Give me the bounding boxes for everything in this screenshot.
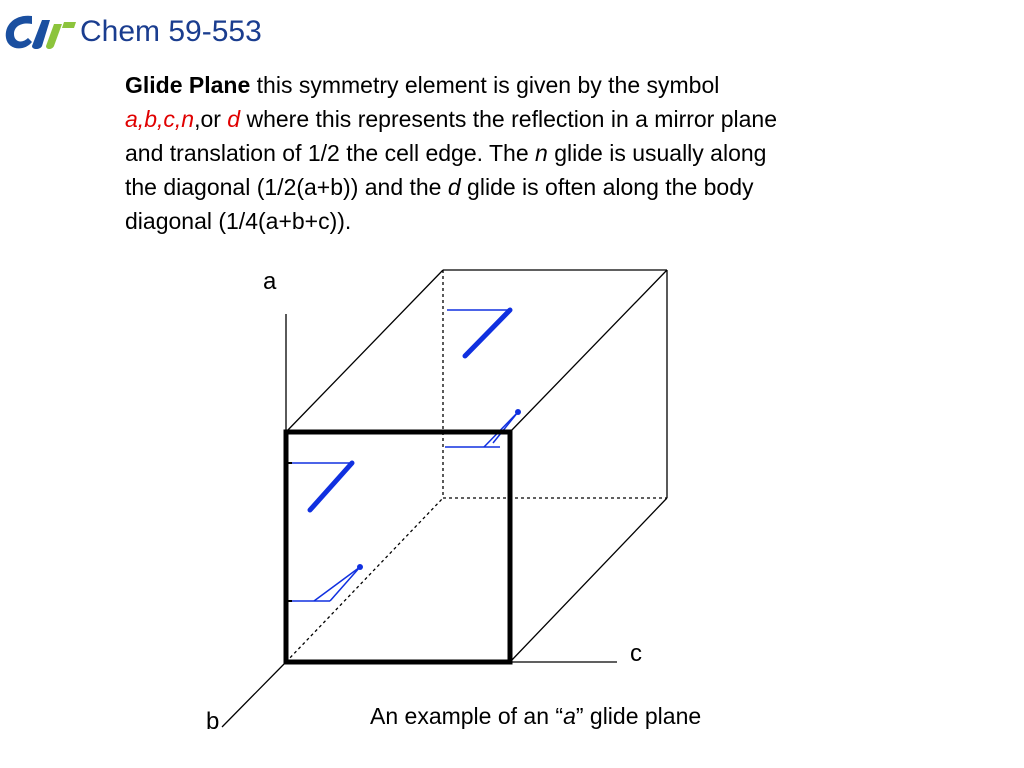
receding-edges bbox=[285, 269, 668, 663]
edge-top-left bbox=[285, 269, 444, 433]
symbol-a: a bbox=[125, 106, 138, 132]
axes bbox=[221, 314, 617, 728]
text-line-2: a,b,c,n,or d where this represents the r… bbox=[125, 106, 778, 132]
motif-front-bottom bbox=[287, 564, 363, 602]
glide-motifs bbox=[287, 307, 521, 602]
text-line-4: the diagonal (1/2(a+b)) and the d glide … bbox=[125, 174, 754, 200]
glide-plane-description: Glide Plane this symmetry element is giv… bbox=[125, 68, 945, 238]
university-logo-icon bbox=[5, 15, 76, 49]
course-title: Chem 59-553 bbox=[80, 15, 262, 48]
back-face bbox=[442, 269, 668, 499]
axis-b-line bbox=[221, 661, 287, 728]
diagram-caption: An example of an “a” glide plane bbox=[370, 703, 702, 729]
motif-front-top bbox=[287, 460, 355, 513]
text-line-1: Glide Plane this symmetry element is giv… bbox=[125, 72, 720, 98]
axis-b-label: b bbox=[206, 708, 220, 735]
symbol-c: c bbox=[163, 106, 175, 132]
edge-bottom-right bbox=[509, 497, 668, 663]
edge-bottom-left bbox=[285, 497, 444, 663]
edge-top-right bbox=[509, 269, 668, 433]
axis-a-label: a bbox=[263, 268, 277, 295]
glide-plane-heading: Glide Plane bbox=[125, 72, 251, 98]
front-face bbox=[283, 429, 513, 665]
axis-c-label: c bbox=[630, 640, 642, 667]
motif-back-top bbox=[447, 307, 513, 359]
text-line-3: and translation of 1/2 the cell edge. Th… bbox=[125, 140, 767, 166]
symbol-d: d bbox=[227, 106, 241, 132]
front-edge-ticks bbox=[284, 462, 292, 602]
symbol-n: n bbox=[181, 106, 195, 132]
symbol-b: b bbox=[144, 106, 157, 132]
text-line-5: diagonal (1/4(a+b+c)). bbox=[125, 208, 352, 234]
